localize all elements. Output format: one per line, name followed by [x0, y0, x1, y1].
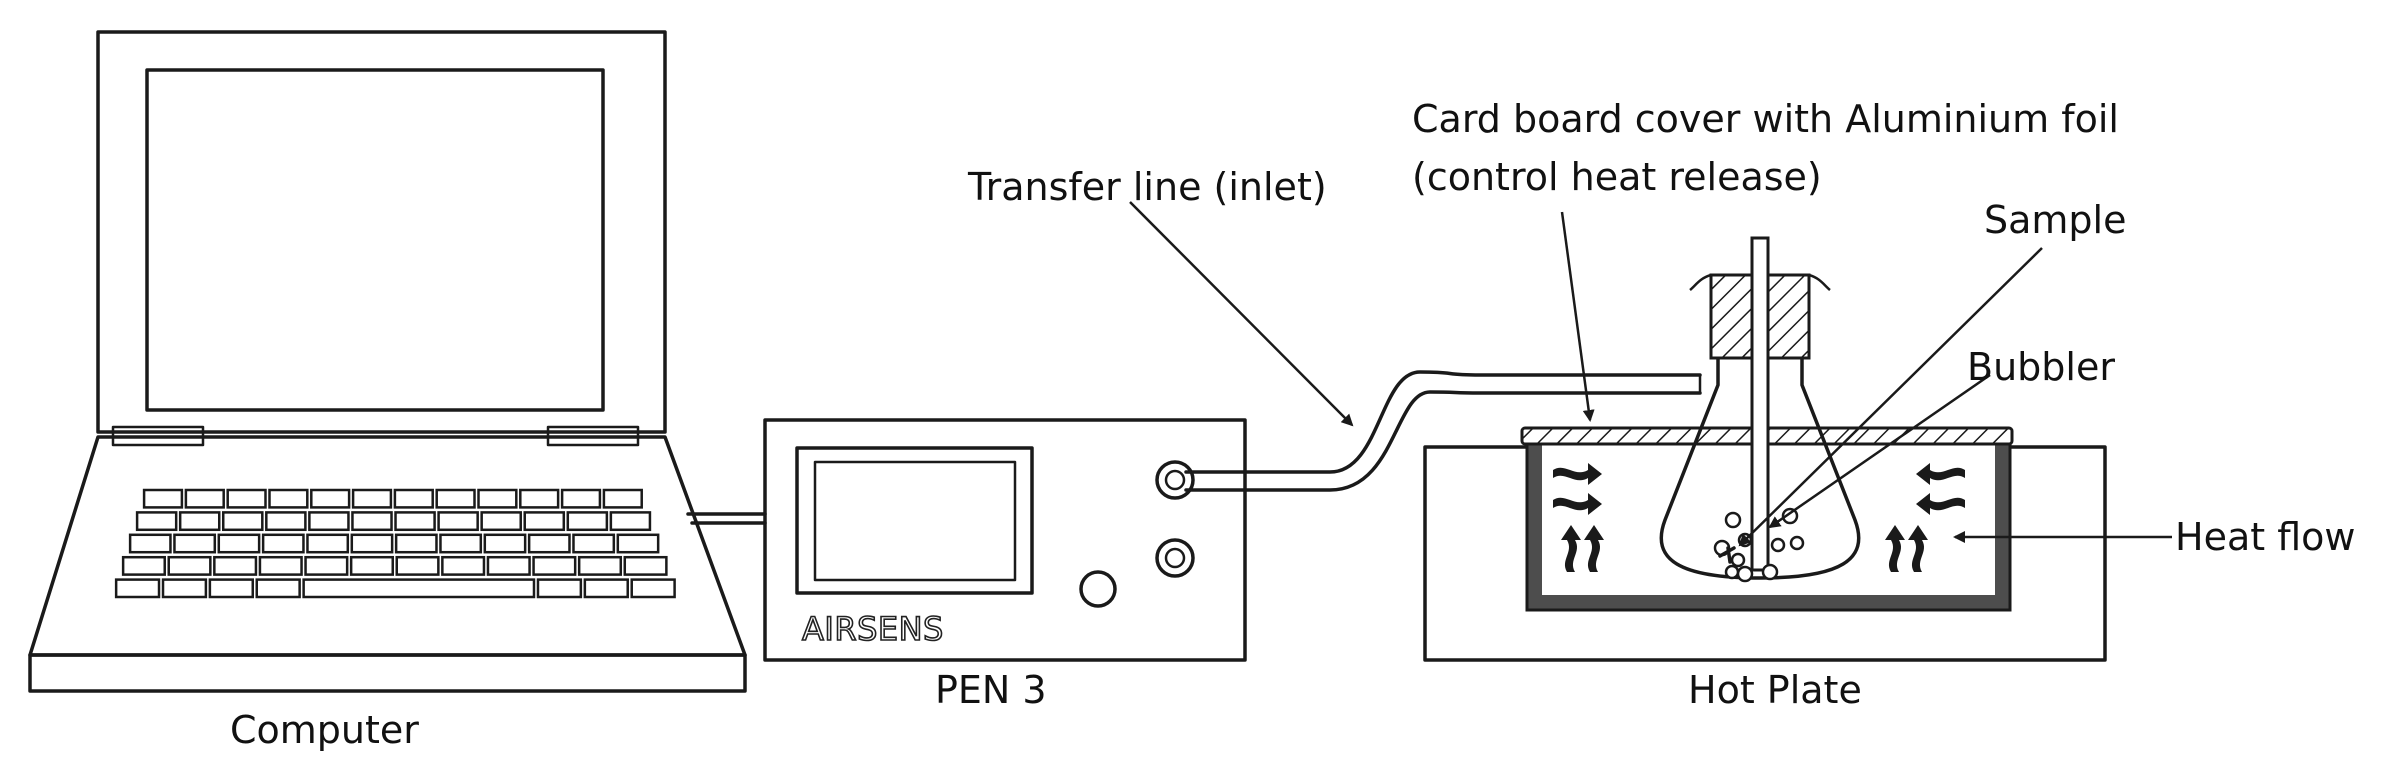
cover-arrow: [1560, 211, 1595, 422]
label-transfer-line: Transfer line (inlet): [967, 165, 1327, 209]
keyboard-key: [519, 488, 560, 509]
label-hot-plate: Hot Plate: [1688, 668, 1862, 712]
keyboard-key: [523, 511, 566, 532]
label-computer: Computer: [230, 708, 419, 752]
keyboard-key: [441, 555, 486, 576]
erlenmeyer-flask: [1659, 236, 1861, 583]
keyboard-key: [308, 511, 350, 532]
keyboard-key: [226, 488, 267, 509]
laptop-front-edge: [28, 653, 747, 693]
keyboard-key: [394, 533, 438, 554]
keyboard-key: [477, 488, 518, 509]
keyboard-key: [178, 511, 221, 532]
keyboard-key: [393, 488, 434, 509]
keyboard-key: [560, 488, 602, 509]
keyboard-key: [121, 555, 166, 576]
keyboard-key: [623, 555, 668, 576]
pen3-display: [795, 446, 1034, 595]
keyboard-key: [532, 555, 577, 576]
keyboard-key: [483, 533, 527, 554]
laptop-lid: [96, 30, 667, 434]
keyboard-key: [128, 533, 172, 554]
keyboard-key: [394, 511, 436, 532]
keyboard-key: [572, 533, 616, 554]
keyboard-key: [527, 533, 571, 554]
keyboard-key: [351, 488, 393, 509]
pen3-outlet-port: [1155, 538, 1195, 578]
transfer-line-tube: [1184, 370, 1702, 492]
keyboard-key: [167, 555, 212, 576]
pen3-knob: [1079, 570, 1117, 608]
laptop-computer: [28, 30, 767, 693]
keyboard-key: [349, 555, 395, 576]
keyboard-key: [258, 555, 303, 576]
pen3-inlet-port: [1155, 460, 1195, 500]
keyboard-key: [435, 488, 476, 509]
sample-arrow: [1738, 247, 2043, 547]
keyboard-key: [439, 533, 483, 554]
keyboard-key: [268, 488, 309, 509]
keyboard-spacebar: [302, 578, 536, 599]
keyboard-key: [217, 533, 261, 554]
keyboard-key: [602, 488, 643, 509]
keyboard-key: [304, 555, 349, 576]
keyboard-key: [616, 533, 660, 554]
label-heat-flow: Heat flow: [2175, 515, 2355, 559]
keyboard-key: [213, 555, 258, 576]
flask-body: [1659, 356, 1861, 580]
bubbler-tube: [1750, 236, 1770, 572]
keyboard-key: [114, 578, 161, 599]
keyboard-key: [306, 533, 350, 554]
keyboard-key: [577, 555, 623, 576]
label-cover-line2: (control heat release): [1412, 155, 1822, 199]
keyboard-key: [142, 488, 184, 509]
pen3-housing: [763, 418, 1247, 662]
transfer-line-arrow: [1129, 201, 1354, 427]
keyboard-key: [486, 555, 531, 576]
keyboard-key: [173, 533, 217, 554]
leader-arrows: [1129, 201, 2172, 547]
keyboard-key: [480, 511, 522, 532]
label-cover-line1: Card board cover with Aluminium foil: [1412, 97, 2119, 141]
keyboard-key: [350, 533, 394, 554]
airsens-brand-text: AIRSENS: [802, 610, 944, 648]
label-bubbler: Bubbler: [1967, 345, 2115, 389]
keyboard-key: [437, 511, 479, 532]
keyboard-key: [261, 533, 305, 554]
label-pen3: PEN 3: [935, 668, 1047, 712]
keyboard-key: [566, 511, 609, 532]
keyboard-key: [208, 578, 255, 599]
heat-flow-arrows: [1553, 463, 1965, 572]
keyboard-key: [221, 511, 264, 532]
keyboard-key: [609, 511, 652, 532]
keyboard-key: [265, 511, 307, 532]
keyboard-key: [161, 578, 208, 599]
laptop-screen: [145, 68, 605, 412]
keyboard-key: [351, 511, 393, 532]
keyboard-key: [135, 511, 178, 532]
keyboard-key: [536, 578, 583, 599]
bubbler-arrow: [1768, 373, 1991, 529]
pen3-device: AIRSENS: [763, 418, 1247, 662]
keyboard-key: [310, 488, 351, 509]
laptop-keyboard: [114, 488, 676, 599]
keyboard-key: [184, 488, 225, 509]
keyboard-key: [255, 578, 301, 599]
keyboard-key: [583, 578, 629, 599]
keyboard-key: [630, 578, 676, 599]
label-sample: Sample: [1984, 198, 2126, 242]
keyboard-key: [395, 555, 440, 576]
